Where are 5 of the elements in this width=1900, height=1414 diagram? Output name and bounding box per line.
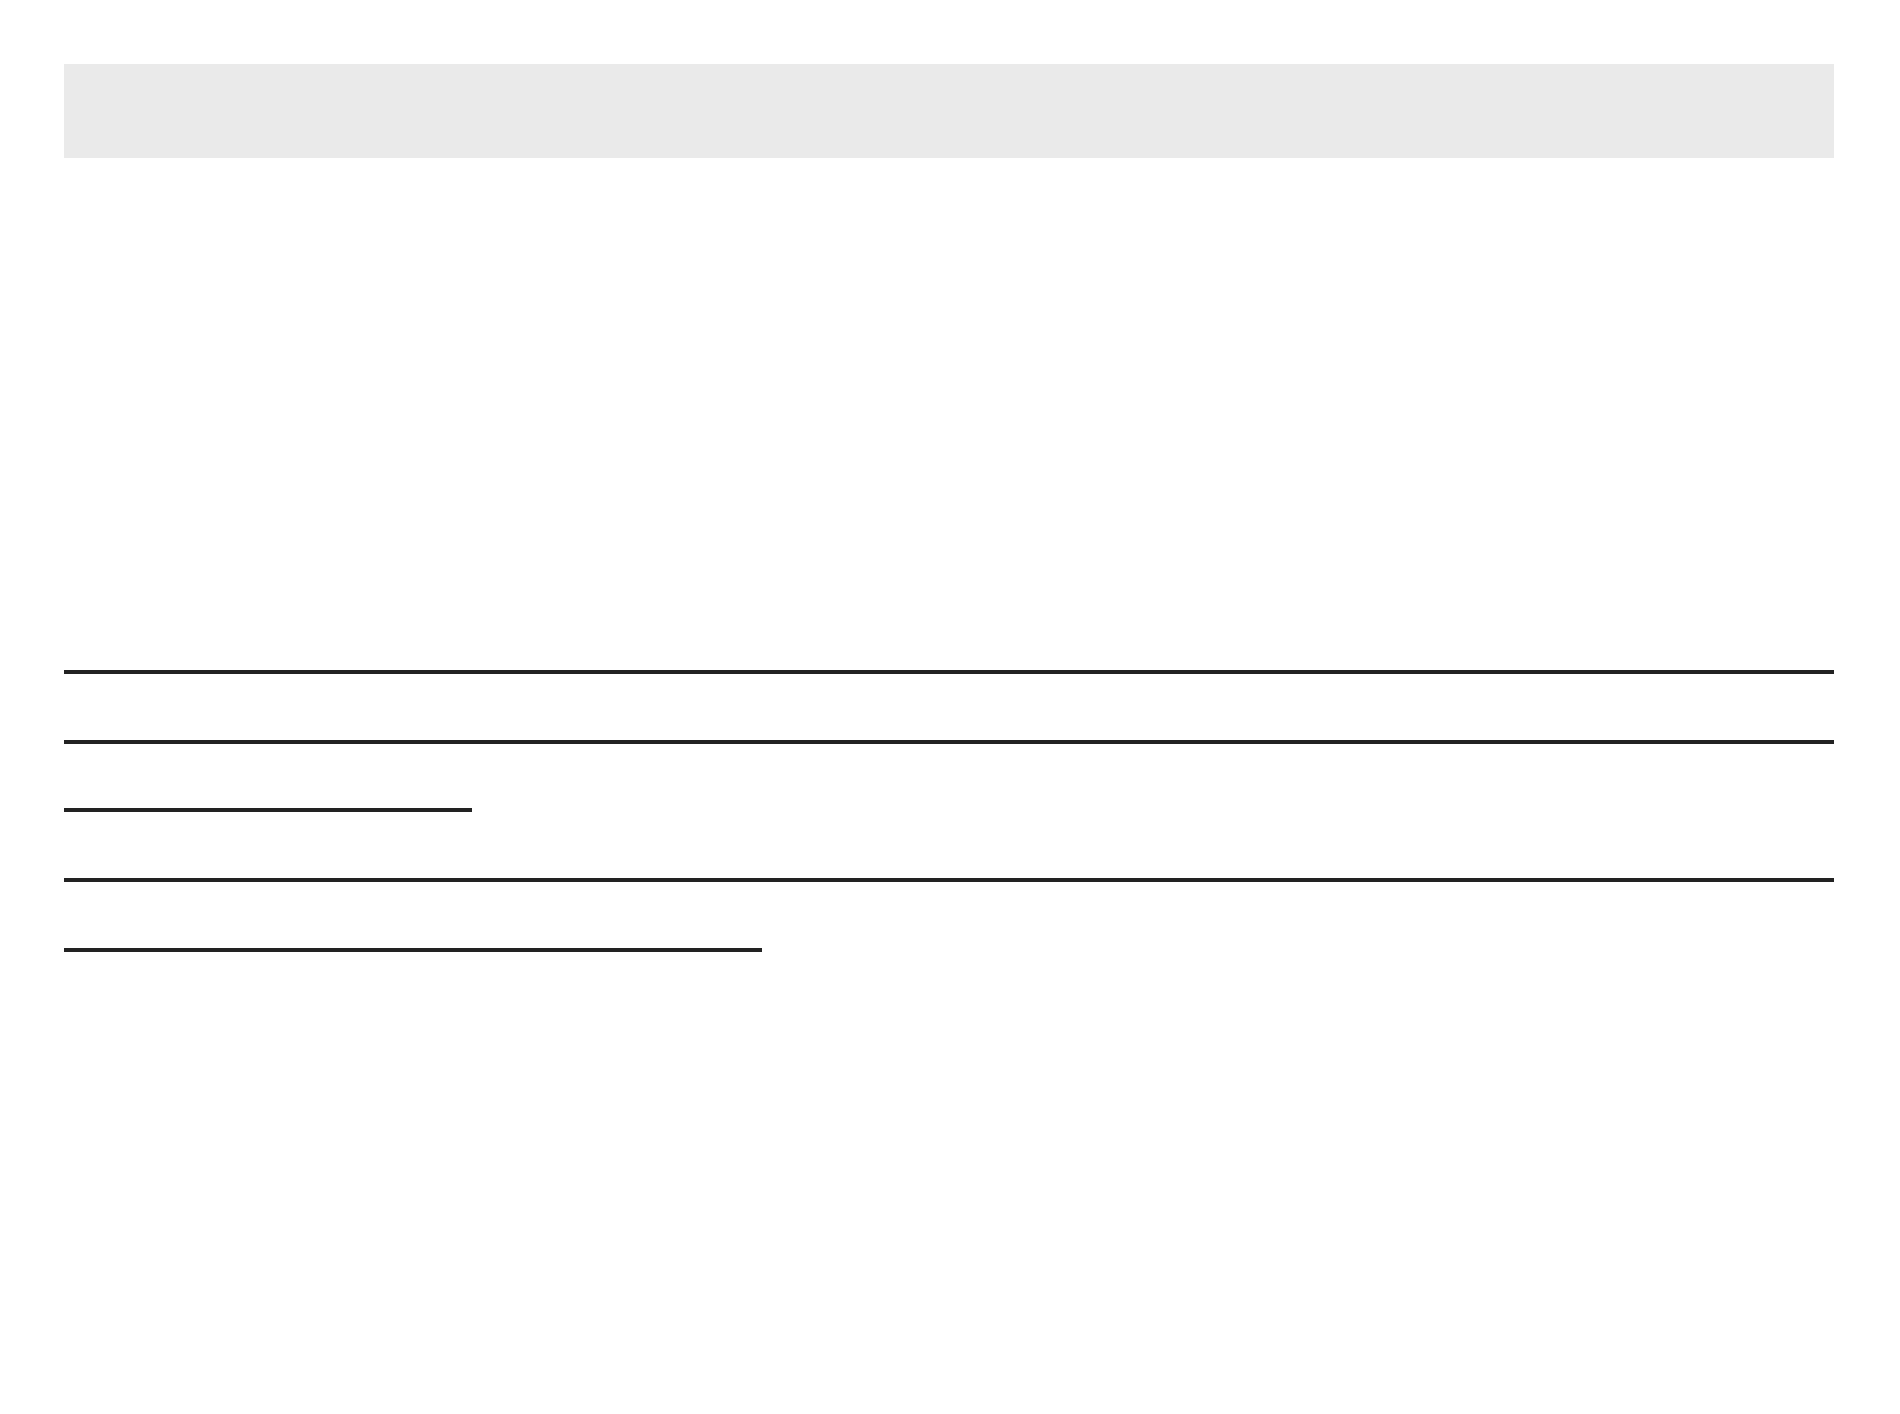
fill-in-line xyxy=(64,878,1834,882)
fill-in-line xyxy=(64,740,1834,744)
fill-in-line xyxy=(64,670,1834,674)
fill-in-line xyxy=(64,948,762,952)
fill-in-line xyxy=(64,808,472,812)
